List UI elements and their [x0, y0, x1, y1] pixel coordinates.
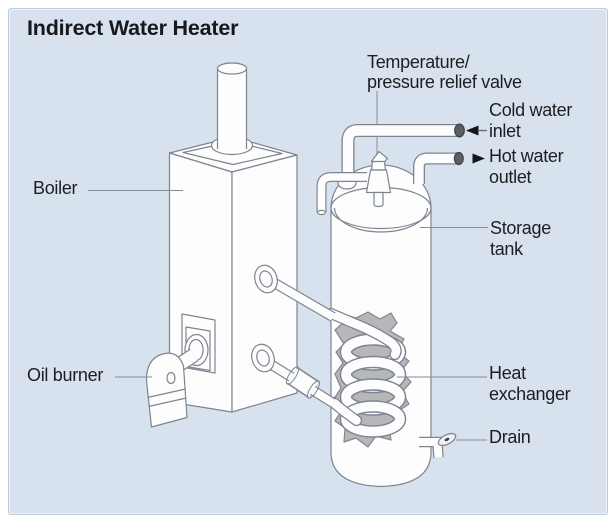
label-hot-water-outlet: Hot water outlet	[489, 146, 564, 187]
label-storage-tank: Storage tank	[490, 218, 551, 259]
label-boiler: Boiler	[33, 178, 78, 198]
drain-valve-illustration	[419, 432, 457, 458]
connecting-pipe-lower	[251, 343, 336, 408]
diagram-panel	[8, 8, 608, 515]
heat-exchanger-coil	[325, 307, 407, 438]
discharge-pipe-opening	[317, 209, 327, 216]
relief-valve-stem	[373, 191, 384, 208]
relief-valve-illustration	[365, 150, 392, 208]
label-cold-water-inlet: Cold water inlet	[489, 100, 573, 141]
label-heat-exchanger: Heat exchanger	[489, 363, 571, 404]
cold-water-flow-arrow-icon	[466, 125, 479, 136]
diagram-title: Indirect Water Heater	[27, 16, 239, 40]
cold-pipe-opening	[454, 123, 465, 138]
connecting-pipe-upper	[254, 264, 336, 322]
hot-water-pipe	[413, 151, 464, 184]
oil-burner-body	[145, 352, 188, 428]
hot-water-flow-arrow-icon	[472, 153, 485, 164]
oil-burner-illustration	[145, 348, 199, 428]
label-relief-valve: Temperature/ pressure relief valve	[367, 52, 522, 92]
label-drain: Drain	[489, 427, 531, 447]
label-oil-burner: Oil burner	[27, 365, 104, 385]
relief-valve-discharge-pipe	[316, 172, 367, 216]
tank-rim-front-arc	[333, 207, 429, 233]
oil-burner-port	[166, 371, 176, 385]
relief-valve-cap	[370, 160, 387, 171]
relief-valve-body	[365, 169, 392, 194]
flue-pipe	[216, 62, 248, 149]
hot-pipe-opening	[453, 151, 464, 166]
